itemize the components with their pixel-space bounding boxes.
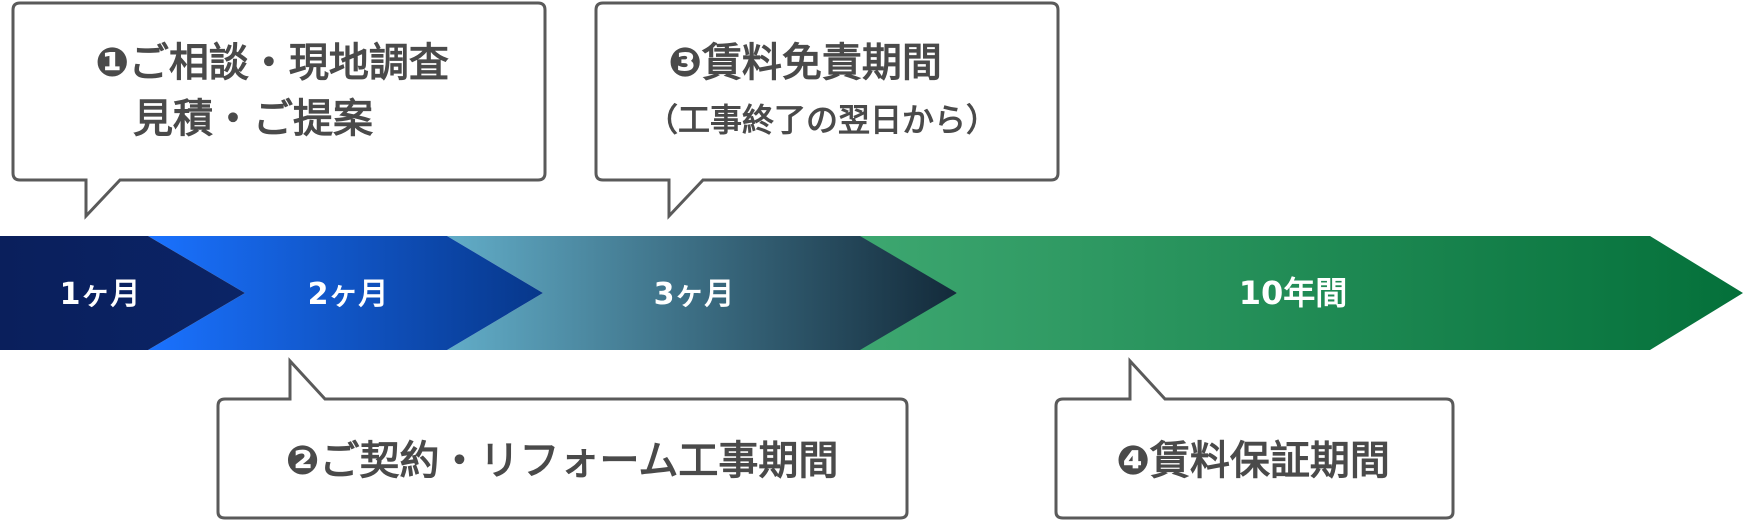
timeline-segment-10-years xyxy=(830,236,1743,350)
callout-step1-line2: 見積・ご提案 xyxy=(133,96,374,142)
callout-step4: ❹賃料保証期間 xyxy=(1054,357,1455,520)
timeline-segment-3-months xyxy=(447,236,957,350)
segment-label-2-months: 2ヶ月 xyxy=(308,277,389,312)
timeline-segment-1-month xyxy=(0,236,245,350)
timeline-bar: 1ヶ月 2ヶ月 3ヶ月 10年間 xyxy=(0,236,1743,350)
segment-label-10-years: 10年間 xyxy=(1239,274,1348,312)
callout-step2-line1: ❷ご契約・リフォーム工事期間 xyxy=(286,438,839,484)
callout-step4-bubble xyxy=(1054,357,1455,520)
segment-label-3-months: 3ヶ月 xyxy=(654,277,735,312)
callout-step3-bubble xyxy=(594,1,1060,220)
callout-step1-bubble xyxy=(11,1,547,220)
timeline-segment-2-months xyxy=(148,236,543,350)
segment-label-1-month: 1ヶ月 xyxy=(60,277,141,312)
callout-step2: ❷ご契約・リフォーム工事期間 xyxy=(216,357,909,520)
callout-step1: ❶ご相談・現地調査 見積・ご提案 xyxy=(11,1,547,220)
callout-step3-line2: （工事終了の翌日から） xyxy=(646,101,998,139)
callout-step1-line1: ❶ご相談・現地調査 xyxy=(95,40,449,86)
callout-step2-bubble xyxy=(216,357,909,520)
callout-step4-line1: ❹賃料保証期間 xyxy=(1116,438,1390,484)
callout-step3: ❸賃料免責期間 （工事終了の翌日から） xyxy=(594,1,1060,220)
callout-step3-line1: ❸賃料免責期間 xyxy=(668,40,942,86)
